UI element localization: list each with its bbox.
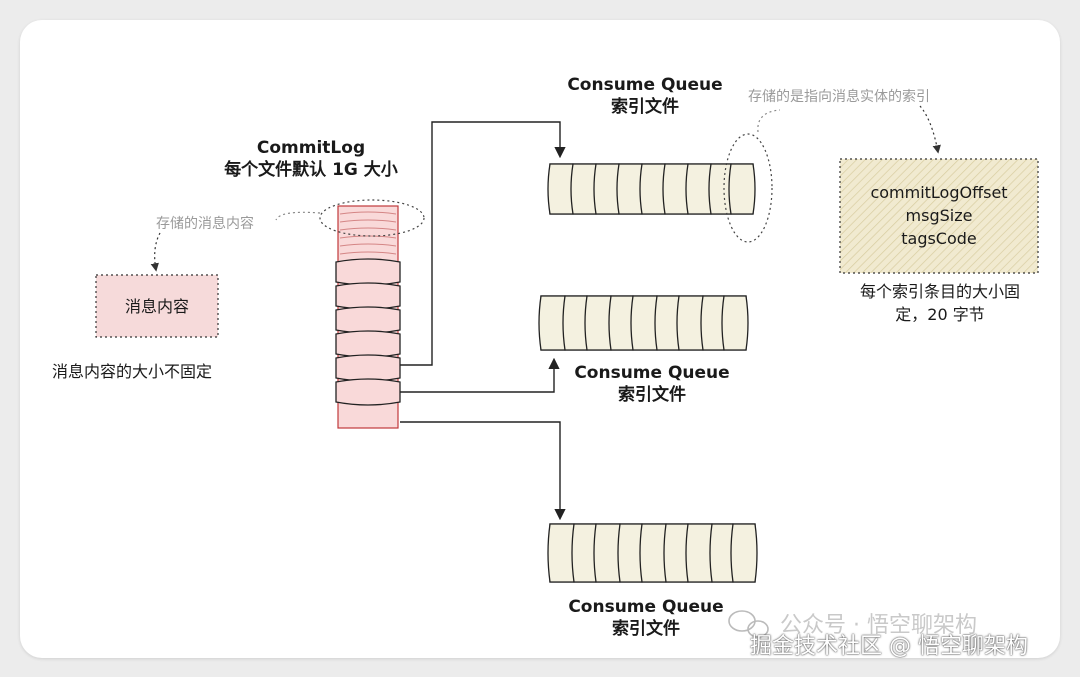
commitlog-note: 存储的消息内容 [156,216,254,232]
queue-3-cells [547,523,758,583]
index-field-commitlogoffset: commitLogOffset [870,183,1008,202]
index-entry-caption-line2: 定，20 字节 [895,305,985,324]
wechat-icon [728,610,769,638]
commitlog-highlight-ellipse [319,199,425,237]
queue-2-label-line1: Consume Queue [574,363,730,383]
commitlog-column [150,199,425,429]
message-note-arrow [150,232,161,272]
queue-2-cells [538,295,749,351]
queue-2-label-line2: 索引文件 [618,385,686,405]
message-box-label: 消息内容 [124,297,189,316]
commitlog-title: CommitLog 每个文件默认 1G 大小 [216,137,406,181]
queue-1-cells [547,105,941,243]
arrow-to-queue-1 [400,121,566,366]
message-box-shape [95,274,219,338]
index-entry-box-shape [839,158,1039,274]
commitlog-title-line2: 每个文件默认 1G 大小 [224,160,398,180]
index-field-tagscode: tagsCode [901,229,977,248]
commitlog-segments [335,258,401,406]
queue-3-label-line2: 索引文件 [612,619,680,639]
queue-1-label-line1: Consume Queue [567,75,723,95]
index-note: 存储的是指向消息实体的索引 [748,89,930,105]
index-entry-highlight [723,133,773,243]
diagram-canvas: CommitLog 每个文件默认 1G 大小 存储的消息内容 消息内容 消息内容… [20,20,1060,658]
queue-1-label: Consume Queue 索引文件 [545,74,745,118]
connectors [400,121,566,521]
index-field-msgsize: msgSize [905,206,973,225]
watermark-line2: 掘金技术社区 @ 悟空聊架构 [750,634,1028,658]
commitlog-note-connector [275,211,321,221]
commitlog-top-ridges [339,211,397,255]
queue-1-label-line2: 索引文件 [611,97,679,117]
arrow-to-queue-3 [400,421,566,521]
index-entry-caption: 每个索引条目的大小固 定，20 字节 [840,280,1040,326]
queue-3-label-line1: Consume Queue [568,597,724,617]
watermark-line1: 公众号 · 悟空聊架构 [780,613,977,638]
index-entry-caption-line1: 每个索引条目的大小固 [859,282,1020,301]
arrow-to-queue-2 [400,357,560,393]
index-note-connector [757,109,781,133]
index-note-arrow [919,105,941,154]
commitlog-title-line1: CommitLog [256,138,366,158]
message-caption: 消息内容的大小不固定 [52,362,213,381]
diagram-svg [95,105,1039,638]
queue-3-label: Consume Queue 索引文件 [546,596,746,640]
index-entry-fields: commitLogOffset msgSize tagsCode [840,181,1038,250]
queue-2-label: Consume Queue 索引文件 [552,362,752,406]
